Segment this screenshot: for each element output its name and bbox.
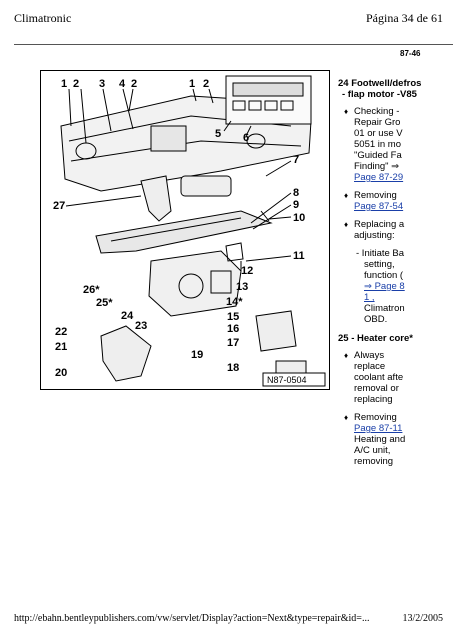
footer-date: 13/2/2005 — [402, 613, 443, 624]
callout-8: 8 — [293, 187, 299, 199]
item24-substep: - Initiate Ba setting, function ( ⇒ Page… — [334, 248, 453, 325]
callout-2b: 2 — [131, 78, 137, 90]
exploded-view-figure: 1 2 3 4 2 1 2 5 6 7 27 8 9 10 11 12 13 2… — [40, 70, 330, 390]
header-title: Climatronic — [14, 11, 72, 25]
item25-title: 25 - Heater core* — [338, 333, 413, 344]
callout-1: 1 — [61, 78, 67, 90]
callout-11: 11 — [293, 250, 305, 262]
callout-25: 25* — [96, 297, 113, 309]
callout-23: 23 — [135, 320, 147, 332]
callout-27: 27 — [53, 200, 65, 212]
callout-9: 9 — [293, 199, 299, 211]
callout-1b: 1 — [189, 78, 195, 90]
figure-code: N87-0504 — [267, 375, 307, 385]
dashboard-exploded-diagram: 1 2 3 4 2 1 2 5 6 7 27 8 9 10 11 12 13 2… — [53, 75, 326, 387]
callout-24: 24 — [121, 310, 134, 322]
callout-10: 10 — [293, 212, 305, 224]
callout-17: 17 — [227, 337, 239, 349]
callout-2c: 2 — [203, 78, 209, 90]
callout-3: 3 — [99, 78, 105, 90]
figure-code-box — [262, 372, 326, 387]
callout-18: 18 — [227, 362, 239, 374]
callout-7: 7 — [293, 154, 299, 166]
page-link-87-11[interactable]: Page 87-11 — [354, 423, 403, 434]
diamond-bullet-icon: ♦ — [344, 351, 349, 360]
diamond-bullet-icon: ♦ — [344, 191, 349, 200]
callout-13: 13 — [236, 281, 248, 293]
section-number: 87-46 — [400, 49, 421, 58]
page-link-basic-setting-cont[interactable]: 1 , — [364, 292, 375, 303]
footer-url: http://ebahn.bentleypublishers.com/vw/se… — [14, 613, 370, 624]
page-link-87-29[interactable]: Page 87-29 — [354, 172, 404, 183]
callout-4: 4 — [119, 78, 126, 90]
item24-title: 24 Footwell/defros - flap motor -V85 — [338, 78, 422, 100]
callout-19: 19 — [191, 349, 203, 361]
callout-21: 21 — [55, 341, 67, 353]
callout-6: 6 — [243, 132, 249, 144]
item24-bullet-removing: ♦ Removing Page 87-54 — [334, 190, 453, 212]
page-link-87-54[interactable]: Page 87-54 — [354, 201, 404, 212]
diamond-bullet-icon: ♦ — [344, 413, 349, 422]
callout-22: 22 — [55, 326, 67, 338]
page-link-basic-setting[interactable]: ⇒ Page 8 — [364, 281, 405, 292]
callout-16: 16 — [227, 323, 239, 335]
callout-15: 15 — [227, 311, 239, 323]
diamond-bullet-icon: ♦ — [344, 107, 349, 116]
page-counter: Página 34 de 61 — [366, 11, 443, 25]
diamond-bullet-icon: ♦ — [344, 220, 349, 229]
callout-20: 20 — [55, 367, 67, 379]
callout-12: 12 — [241, 265, 253, 277]
callout-14: 14* — [226, 296, 243, 308]
legend-column: 24 Footwell/defros - flap motor -V85 ♦ C… — [334, 78, 453, 478]
callout-26: 26* — [83, 284, 100, 296]
callout-2: 2 — [73, 78, 79, 90]
callout-5: 5 — [215, 128, 221, 140]
header-rule — [14, 44, 453, 45]
